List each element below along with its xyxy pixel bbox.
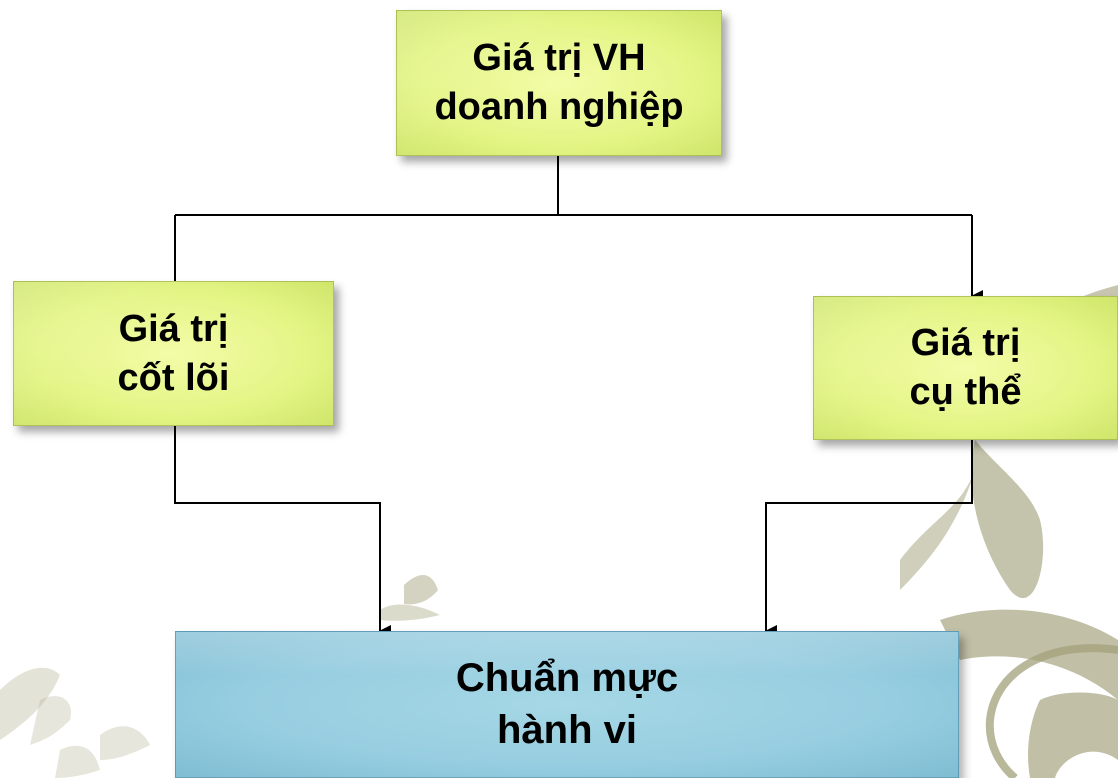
box-bottom-line2: hành vi	[496, 707, 638, 752]
box-right-line1: Giá trị	[910, 322, 1021, 365]
box-gia-tri-vh-doanh-nghiep: Giá trị VH doanh nghiệp	[396, 10, 722, 156]
box-chuan-muc-hanh-vi: Chuẩn mực hành vi	[175, 631, 959, 778]
box-top-line2: doanh nghiệp	[434, 86, 684, 128]
box-top-line1: Giá trị VH	[472, 37, 646, 80]
box-gia-tri-cu-the: Giá trị cụ thể	[813, 296, 1118, 440]
box-gia-tri-cot-loi: Giá trị cốt lõi	[13, 281, 334, 426]
box-left-line1: Giá trị	[118, 307, 229, 350]
box-bottom-line1: Chuẩn mực	[455, 656, 679, 701]
box-left-line2: cốt lõi	[117, 356, 230, 399]
box-right-line2: cụ thể	[909, 371, 1022, 413]
